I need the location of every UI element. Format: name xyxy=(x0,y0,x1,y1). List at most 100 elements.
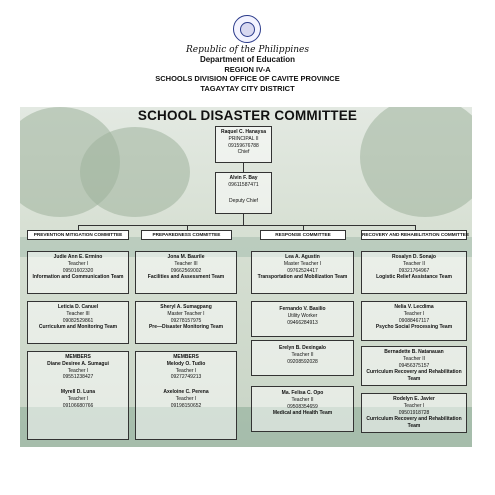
member-position: Teacher I xyxy=(403,402,425,409)
member-position: Teacher I xyxy=(67,367,89,374)
chief-box: Raquel C. Hanaysa PRINCIPAL II 091596767… xyxy=(215,126,272,163)
member-position: Utility Worker xyxy=(287,312,318,319)
member-team: Transportation and Mobilization Team xyxy=(257,274,348,281)
member-name: Lea A. Agustin xyxy=(285,254,320,260)
member-position: Teacher II xyxy=(403,355,425,362)
member-position: Master Teacher I xyxy=(167,310,205,317)
committee-heading-preparedness: PREPAREDNESS COMMITTEE xyxy=(141,230,232,240)
members-label: MEMBERS xyxy=(65,354,91,360)
member-name: Melody O. Tudio xyxy=(166,360,206,367)
member-box: Sheryl A. Sumagpang Master Teacher I 092… xyxy=(135,301,237,344)
division-line: SCHOOLS DIVISION OFFICE OF CAVITE PROVIN… xyxy=(155,74,340,83)
member-name: Diane Desiree A. Sumagui xyxy=(47,360,109,367)
connector xyxy=(78,225,79,230)
member-position: Teacher I xyxy=(175,367,197,374)
member-name: Rodelyn E. Javier xyxy=(393,396,435,402)
deputy-name: Alvin F. Bay xyxy=(229,175,258,181)
region-line: REGION IV-A xyxy=(224,65,271,74)
member-phone: 09088467117 xyxy=(398,317,430,324)
connector xyxy=(243,214,244,225)
member-name: Myrell D. Luna xyxy=(60,389,96,395)
connector xyxy=(187,225,188,230)
member-position: Teacher III xyxy=(66,310,90,317)
member-team: Curriculum and Monitoring Team xyxy=(38,324,118,331)
member-box: Judie Ann E. Ermino Teacher I 0950160232… xyxy=(27,251,129,294)
member-box: Bernadette B. Natanauan Teacher II 09456… xyxy=(361,346,467,386)
member-box: Rosalyn D. Sonajo Teacher II 09321764967… xyxy=(361,251,467,294)
member-name: Sheryl A. Sumagpang xyxy=(160,304,212,310)
member-box: Jona M. Baurile Teacher III 09662569002 … xyxy=(135,251,237,294)
member-name: Judie Ann E. Ermino xyxy=(53,254,103,260)
member-team: Pre—Disaster Monitoring Team xyxy=(148,324,224,331)
member-phone: 09321764967 xyxy=(398,267,430,274)
member-name: Fernando V. Basilio xyxy=(279,306,326,312)
member-phone: 09501602320 xyxy=(62,267,94,274)
member-box: Nelia V. Lecdima Teacher I 09088467117 P… xyxy=(361,301,467,341)
member-team: Logistic Relief Assistance Team xyxy=(376,274,452,281)
member-team: Facilities and Assessment Team xyxy=(147,274,225,281)
committee-heading-recovery: RECOVERY AND REHABILITATION COMMITTEE xyxy=(361,230,469,240)
connector xyxy=(303,225,304,230)
member-position: Teacher I xyxy=(67,395,89,402)
republic-line: Republic of the Philippines xyxy=(186,45,309,55)
member-phone: 09466284913 xyxy=(287,319,318,326)
connector xyxy=(415,225,416,230)
deputy-role: Deputy Chief xyxy=(229,197,258,204)
district-line: TAGAYTAY CITY DISTRICT xyxy=(200,84,295,93)
member-position: Teacher I xyxy=(67,260,89,267)
chief-name: Raquel C. Hanaysa xyxy=(220,129,267,135)
member-box: Erelyn B. Dexingalo Teacher II 092085920… xyxy=(251,340,354,376)
member-phone: 09208592028 xyxy=(287,358,318,365)
deputy-phone: 09611587471 xyxy=(228,181,259,188)
member-team: Psycho Social Processing Team xyxy=(375,324,453,331)
member-name: Nelia V. Lecdima xyxy=(394,304,434,310)
member-name: Ma. Felisa C. Opo xyxy=(281,390,324,396)
member-team: Curriculum Recovery and Rehabilitation T… xyxy=(366,416,462,429)
member-box: Fernando V. Basilio Utility Worker 09466… xyxy=(251,301,354,337)
member-position: Teacher III xyxy=(174,260,198,267)
connector xyxy=(243,163,244,172)
members-box: MEMBERS Melody O. Tudio Teacher I 092727… xyxy=(135,351,237,440)
deped-seal xyxy=(233,15,261,43)
chart-title: SCHOOL DISASTER COMMITTEE xyxy=(137,108,358,123)
department-line: Department of Education xyxy=(199,55,296,64)
member-position: Master Teacher I xyxy=(283,260,322,267)
member-box: Lea A. Agustin Master Teacher I 09762524… xyxy=(251,251,354,294)
member-phone: 09278157975 xyxy=(170,317,202,324)
member-phone: 09106680766 xyxy=(62,402,94,409)
member-box: Rodelyn E. Javier Teacher I 09501918728 … xyxy=(361,393,467,433)
member-name: Leticia D. Canuel xyxy=(57,304,99,310)
member-name: Jona M. Baurile xyxy=(167,254,205,260)
member-position: Teacher I xyxy=(403,310,425,317)
member-phone: 09082529861 xyxy=(62,317,94,324)
members-box: MEMBERS Diane Desiree A. Sumagui Teacher… xyxy=(27,351,129,440)
member-position: Teacher I xyxy=(175,395,197,402)
connector xyxy=(78,225,415,226)
member-name: Axeloine C. Perena xyxy=(163,389,209,395)
deputy-box: Alvin F. Bay 09611587471 Deputy Chief xyxy=(215,172,272,214)
member-phone: 09551238427 xyxy=(62,374,94,381)
member-box: Leticia D. Canuel Teacher III 0908252986… xyxy=(27,301,129,344)
member-phone: 09762524417 xyxy=(287,267,318,274)
member-phone: 09662569002 xyxy=(170,267,202,274)
chief-position: PRINCIPAL II xyxy=(228,135,259,142)
member-phone: 09456375157 xyxy=(398,362,430,369)
members-label: MEMBERS xyxy=(173,354,199,360)
chief-role: Chief xyxy=(237,149,250,156)
member-name: Erelyn B. Dexingalo xyxy=(279,345,326,351)
member-team: Curriculum Recovery and Rehabilitation T… xyxy=(366,369,462,382)
member-phone: 09501918728 xyxy=(398,409,430,416)
member-phone: 09272749213 xyxy=(170,374,202,381)
member-name: Rosalyn D. Sonajo xyxy=(392,254,436,260)
member-team: Information and Communication Team xyxy=(32,274,124,281)
member-box: Ma. Felisa C. Opo Teacher II 09508354659… xyxy=(251,386,354,432)
member-position: Teacher II xyxy=(403,260,425,267)
member-phone: 09508354659 xyxy=(287,403,318,410)
member-position: Teacher II xyxy=(291,351,314,358)
chief-phone: 09159676788 xyxy=(228,142,259,149)
committee-heading-prevention: PREVENTION MITIGATION COMMITTEE xyxy=(27,230,129,240)
member-team: Medical and Health Team xyxy=(272,410,333,417)
member-phone: 09198150652 xyxy=(170,402,202,409)
member-name: Bernadette B. Natanauan xyxy=(384,349,444,355)
member-position: Teacher II xyxy=(291,396,314,403)
